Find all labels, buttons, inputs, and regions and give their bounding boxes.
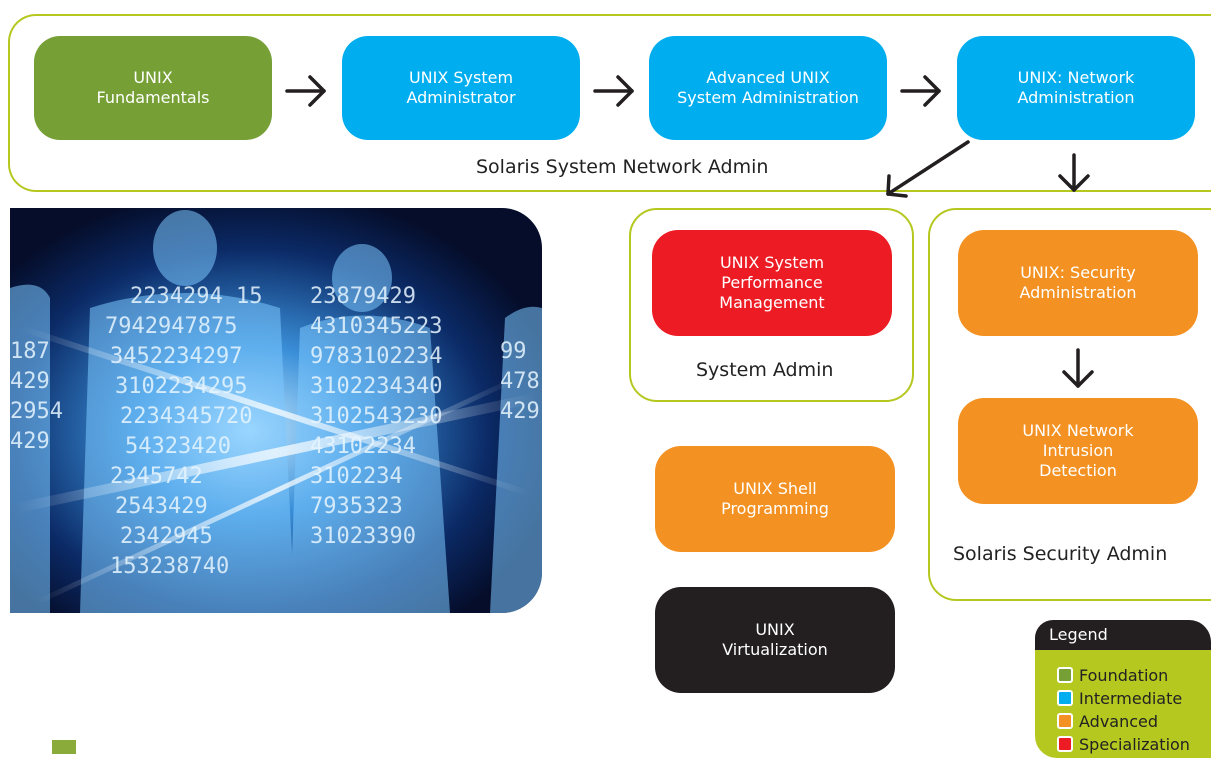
svg-text:187: 187	[10, 339, 50, 364]
group-label-solaris-system-network-admin: Solaris System Network Admin	[476, 156, 769, 178]
course-unix-fundamentals[interactable]: UNIX Fundamentals	[34, 36, 272, 140]
svg-text:2342945: 2342945	[120, 524, 213, 549]
svg-text:3452234297: 3452234297	[110, 344, 242, 369]
svg-text:429: 429	[500, 399, 540, 424]
svg-text:9783102234: 9783102234	[310, 344, 442, 369]
course-unix-network-intrusion-detection[interactable]: UNIX Network Intrusion Detection	[958, 398, 1198, 504]
legend-label: Intermediate	[1079, 688, 1183, 708]
legend-swatch-intermediate	[1057, 690, 1073, 706]
arrow-right-icon	[900, 75, 941, 107]
svg-text:54323420: 54323420	[125, 434, 231, 459]
legend-label: Advanced	[1079, 711, 1159, 731]
svg-text:429: 429	[10, 429, 50, 454]
svg-text:31023390: 31023390	[310, 524, 416, 549]
svg-text:43102234: 43102234	[310, 434, 416, 459]
course-unix-shell-programming[interactable]: UNIX Shell Programming	[655, 446, 895, 552]
svg-text:7942947875: 7942947875	[105, 314, 237, 339]
course-unix-system-performance-management[interactable]: UNIX System Performance Management	[652, 230, 892, 336]
svg-text:3102543230: 3102543230	[310, 404, 442, 429]
svg-text:3102234: 3102234	[310, 464, 403, 489]
svg-text:7935323: 7935323	[310, 494, 403, 519]
course-unix-security-administration[interactable]: UNIX: Security Administration	[958, 230, 1198, 336]
legend-label: Specialization	[1079, 734, 1190, 754]
arrow-right-icon	[593, 75, 634, 107]
course-unix-network-administration[interactable]: UNIX: Network Administration	[957, 36, 1195, 140]
legend-item-foundation: Foundation	[1057, 664, 1168, 686]
group-label-system-admin: System Admin	[696, 359, 834, 381]
course-advanced-unix-system-administration[interactable]: Advanced UNIX System Administration	[649, 36, 887, 140]
legend: Legend Foundation Intermediate Advanced …	[1035, 620, 1211, 758]
group-solaris-security-admin	[928, 208, 1211, 601]
svg-text:478: 478	[500, 369, 540, 394]
svg-text:2543429: 2543429	[115, 494, 208, 519]
course-unix-virtualization[interactable]: UNIX Virtualization	[655, 587, 895, 693]
decorative-square	[52, 740, 76, 754]
svg-text:429: 429	[10, 369, 50, 394]
svg-text:2345742: 2345742	[110, 464, 203, 489]
svg-text:23879429: 23879429	[310, 284, 416, 309]
legend-title: Legend	[1035, 620, 1211, 650]
svg-text:3102234295: 3102234295	[115, 374, 247, 399]
digital-silhouettes-image: 2234294 15 7942947875 3452234297 3102234…	[10, 208, 542, 613]
legend-swatch-specialization	[1057, 736, 1073, 752]
legend-item-advanced: Advanced	[1057, 710, 1158, 732]
svg-text:2234345720: 2234345720	[120, 404, 252, 429]
svg-text:153238740: 153238740	[110, 554, 229, 579]
group-system-admin	[629, 208, 914, 402]
svg-text:99: 99	[500, 339, 527, 364]
arrow-right-icon	[285, 75, 326, 107]
legend-body: Foundation Intermediate Advanced Special…	[1035, 650, 1211, 758]
legend-item-specialization: Specialization	[1057, 733, 1190, 755]
group-label-solaris-security-admin: Solaris Security Admin	[953, 543, 1168, 565]
svg-text:2234294 15: 2234294 15	[130, 284, 262, 309]
svg-text:2954: 2954	[10, 399, 63, 424]
legend-label: Foundation	[1079, 665, 1169, 685]
svg-text:4310345223: 4310345223	[310, 314, 442, 339]
legend-swatch-advanced	[1057, 713, 1073, 729]
course-unix-system-administrator[interactable]: UNIX System Administrator	[342, 36, 580, 140]
legend-swatch-foundation	[1057, 667, 1073, 683]
arrow-down-icon	[1062, 348, 1094, 388]
legend-item-intermediate: Intermediate	[1057, 687, 1182, 709]
arrow-diagonal-down-left-icon	[886, 140, 970, 198]
svg-text:3102234340: 3102234340	[310, 374, 442, 399]
arrow-down-icon	[1058, 153, 1090, 192]
group-solaris-system-network-admin	[8, 14, 1211, 192]
